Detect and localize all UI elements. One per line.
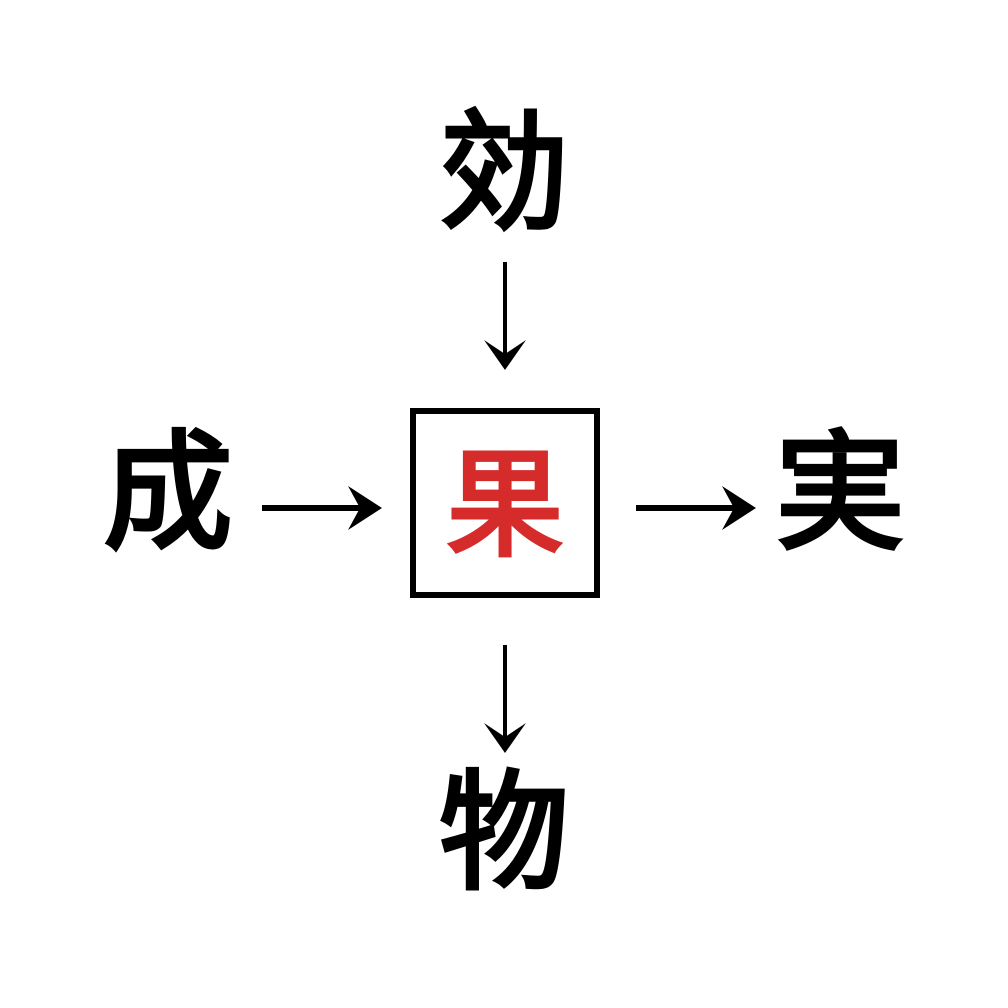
down-arrow-icon-bottom — [460, 645, 550, 755]
right-arrow-icon-left — [262, 478, 382, 538]
kanji-node-bottom: 物 — [438, 757, 569, 909]
kanji-node-left: 成 — [102, 417, 233, 569]
down-arrow-icon-top — [460, 262, 550, 372]
center-kanji-box: 果 — [410, 408, 600, 598]
kanji-node-right: 実 — [774, 417, 905, 569]
kanji-node-top: 効 — [438, 97, 569, 249]
right-arrow-icon-right — [636, 478, 756, 538]
kanji-node-center: 果 — [445, 436, 564, 574]
